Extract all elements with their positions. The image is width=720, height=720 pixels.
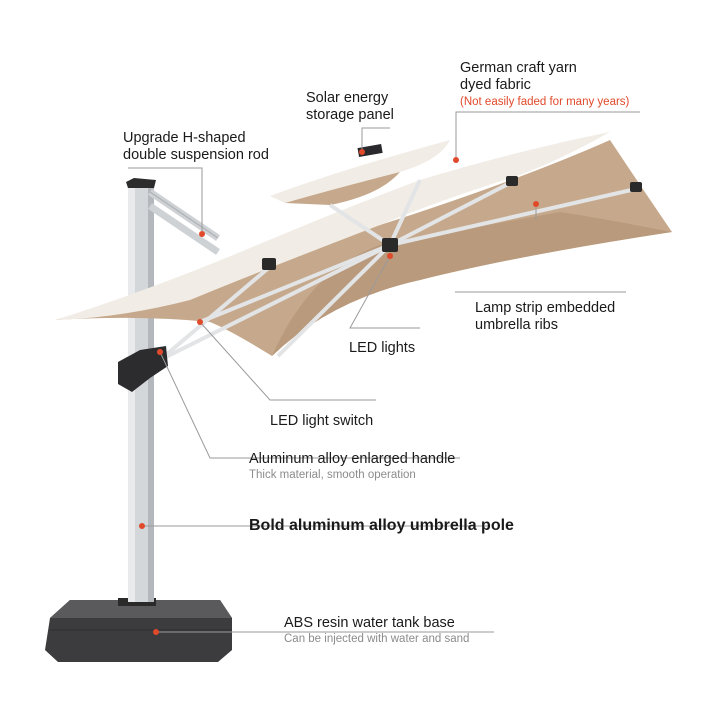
callout-handle: Aluminum alloy enlarged handle Thick mat…: [249, 451, 456, 482]
umbrella-pole: [126, 178, 156, 602]
callout-h-rod: Upgrade H-shaped double suspension rod: [123, 130, 269, 164]
h-shaped-suspension-rod: [148, 189, 220, 255]
callout-german-yarn: German craft yarn dyed fabric (Not easil…: [460, 60, 630, 108]
callout-pole: Bold aluminum alloy umbrella pole: [249, 517, 514, 534]
callout-led-lights: LED lights: [349, 340, 416, 356]
callout-leaders: [128, 111, 640, 633]
callout-dots: [139, 149, 539, 635]
umbrella-canopy: [55, 132, 672, 356]
callout-base: ABS resin water tank base Can be injecte…: [284, 615, 470, 646]
umbrella-ribs: [158, 179, 641, 362]
rib-joints: [262, 176, 642, 270]
callout-led-switch: LED light switch: [270, 413, 374, 429]
callout-solar-panel: Solar energy storage panel: [306, 90, 394, 124]
callout-lamp-strip: Lamp strip embedded umbrella ribs: [475, 300, 616, 334]
water-tank-base: [45, 598, 232, 662]
